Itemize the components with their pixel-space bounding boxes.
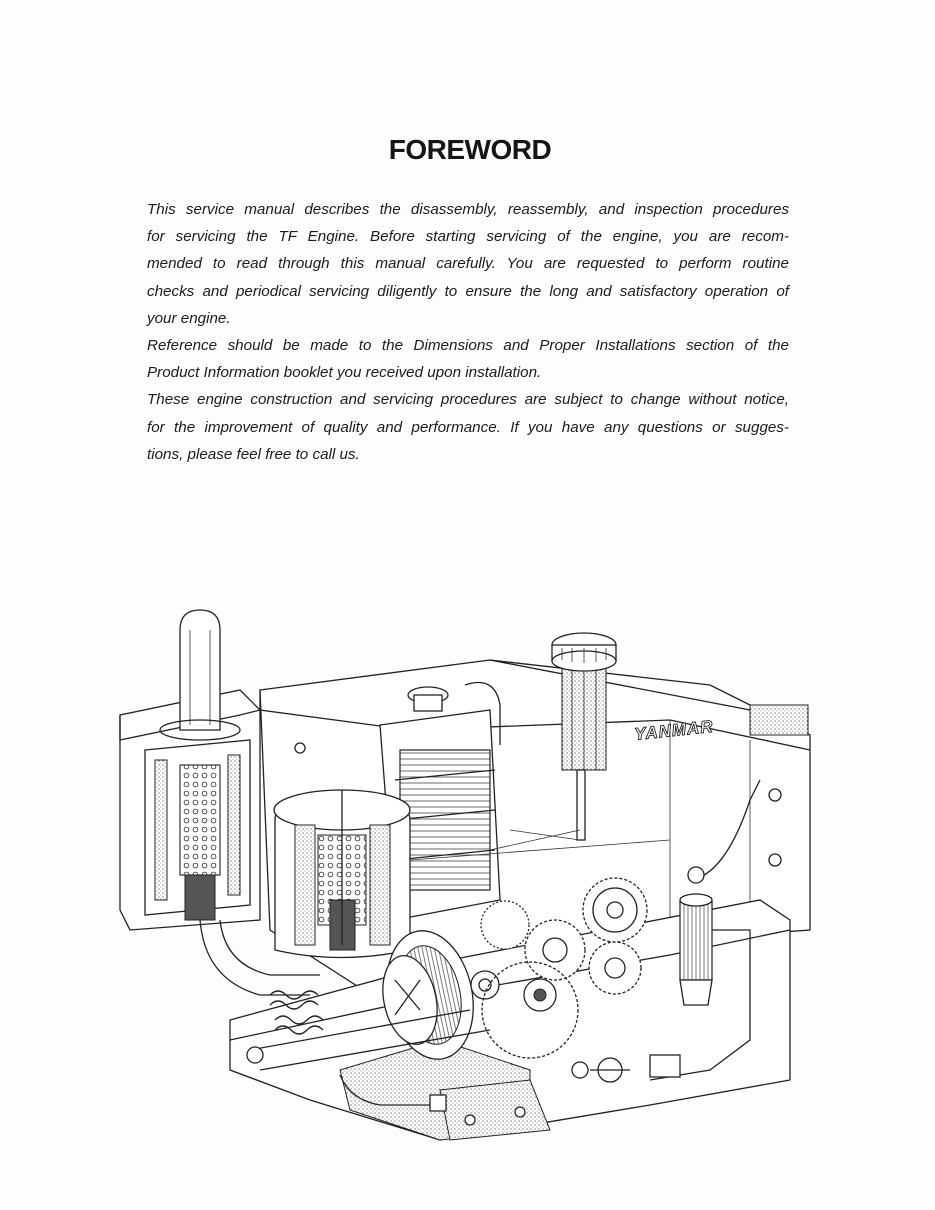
exhaust-pipe <box>159 609 241 741</box>
text-line: mended to read through this manual caref… <box>147 255 789 273</box>
text-line: Product Information booklet you received… <box>147 364 542 382</box>
foreword-text: This service manual describes the disass… <box>147 196 789 468</box>
intake-pipe <box>199 919 310 996</box>
engine-cutaway-illustration: YANMAR <box>110 600 830 1145</box>
text-line: tions, please feel free to call us. <box>147 445 360 463</box>
text-line: This service manual describes the disass… <box>147 201 789 218</box>
text-line: Reference should be made to the Dimensio… <box>147 337 789 355</box>
engine-base <box>339 1054 681 1141</box>
text-line: for servicing the TF Engine. Before star… <box>147 228 789 246</box>
text-line: These engine construction and servicing … <box>147 391 789 409</box>
muffler <box>119 689 261 931</box>
fuel-line <box>409 829 671 861</box>
gear-train <box>480 877 648 1059</box>
fuel-filler-strainer <box>551 632 617 841</box>
text-line: checks and periodical servicing diligent… <box>147 282 789 300</box>
air-cleaner <box>273 789 411 959</box>
text-line: for the improvement of quality and perfo… <box>147 418 789 436</box>
valve-springs <box>246 990 491 1071</box>
text-line: your engine. <box>147 309 231 327</box>
page-title: FOREWORD <box>388 134 552 165</box>
fuel-filter <box>649 779 761 1081</box>
